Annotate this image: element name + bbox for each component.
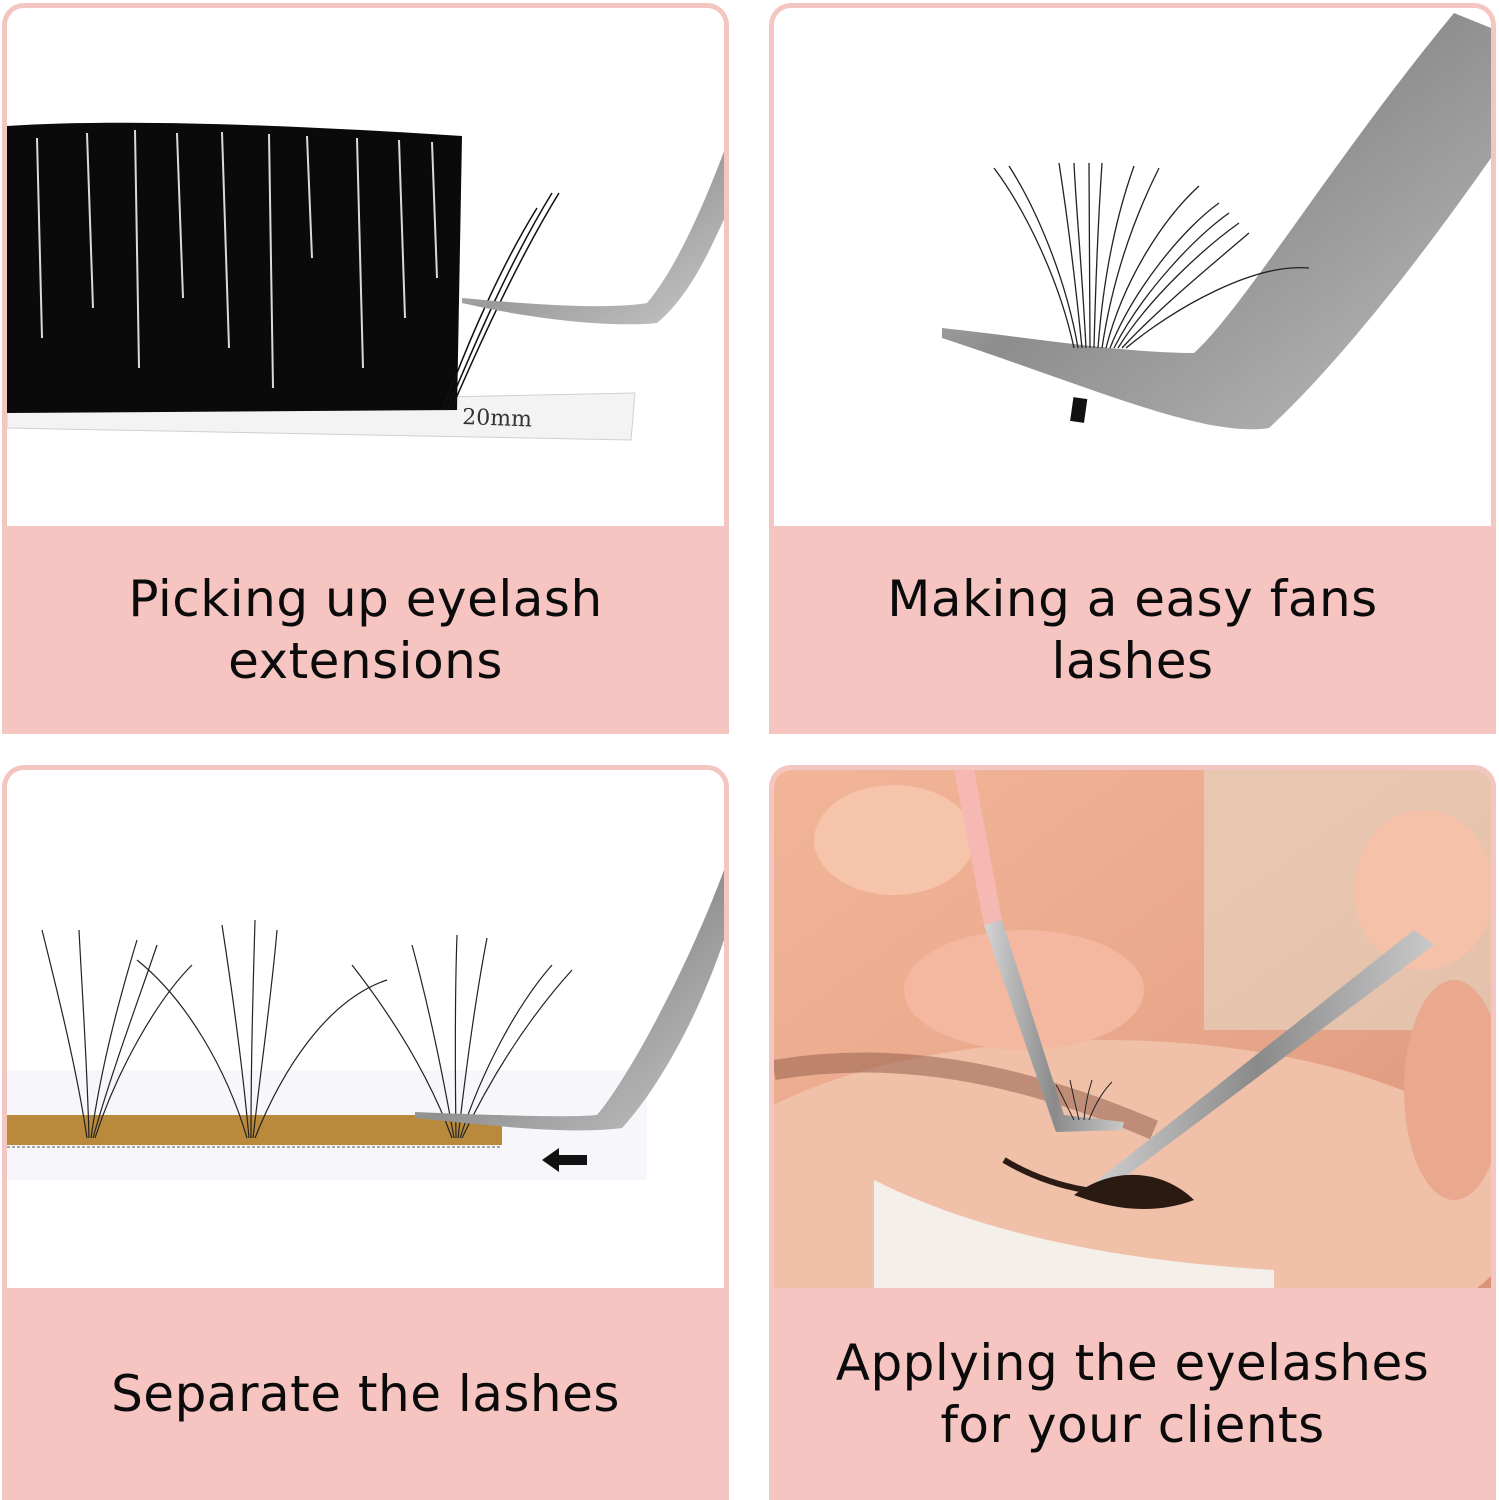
strip-length-label: 20mm — [462, 405, 533, 432]
panel-image-separated-lashes — [7, 770, 724, 1288]
caption-line-1: Making a easy fans — [887, 570, 1378, 628]
panel-image-applying-lashes — [774, 770, 1491, 1288]
panel-picking-up: 20mm Picking up eyelash extensions — [2, 3, 729, 734]
caption-line-2: extensions — [228, 632, 503, 690]
caption-line-1: Picking up eyelash — [128, 570, 603, 628]
caption-line-2: lashes — [1051, 632, 1214, 690]
panel-applying: Applying the eyelashes for your clients — [769, 765, 1496, 1500]
caption-line-2: for your clients — [940, 1396, 1325, 1454]
caption-separate: Separate the lashes — [7, 1288, 724, 1500]
caption-line-1: Separate the lashes — [111, 1365, 620, 1423]
panel-separate: Separate the lashes — [2, 765, 729, 1500]
panel-image-fan-on-tweezers — [774, 8, 1491, 526]
panel-making-fans: Making a easy fans lashes — [769, 3, 1496, 734]
caption-picking-up: Picking up eyelash extensions — [7, 526, 724, 734]
caption-making-fans: Making a easy fans lashes — [774, 526, 1491, 734]
panel-image-lash-strip: 20mm — [7, 8, 724, 526]
caption-applying: Applying the eyelashes for your clients — [774, 1288, 1491, 1500]
arrow-left-icon — [542, 1148, 587, 1172]
caption-line-1: Applying the eyelashes — [835, 1334, 1430, 1392]
